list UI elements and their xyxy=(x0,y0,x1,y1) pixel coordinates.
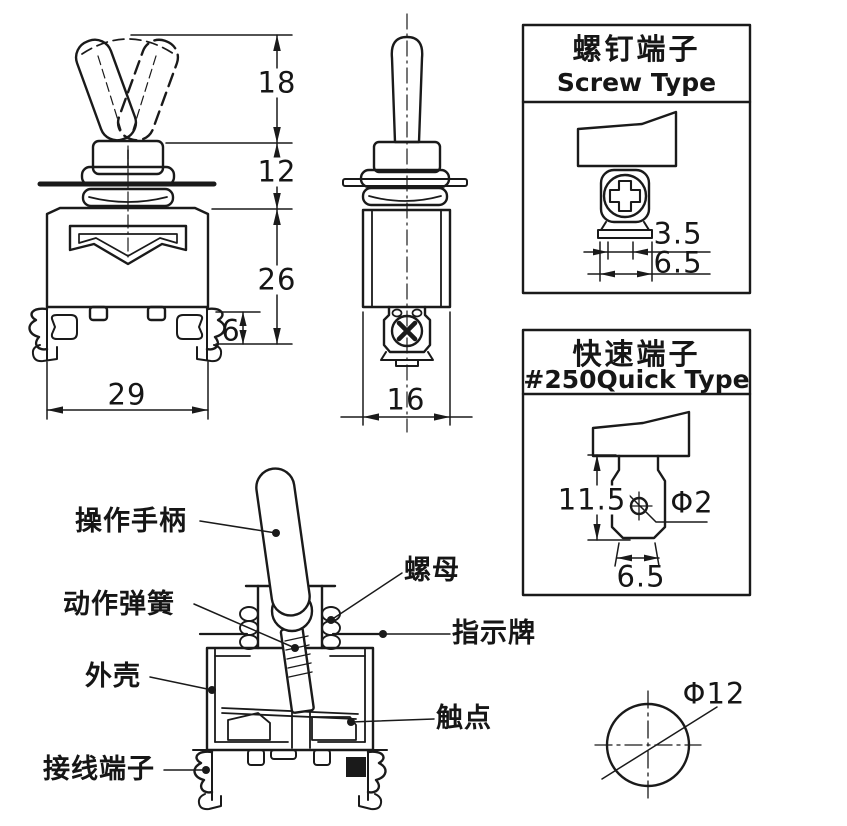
dim-screw-outer-width: 6.5 xyxy=(653,245,703,280)
label-contact: 触点 xyxy=(436,703,492,734)
side-view-dimensions xyxy=(340,311,473,426)
label-operating-handle: 操作手柄 xyxy=(75,506,187,537)
label-indicator-plate: 指示牌 xyxy=(452,618,536,649)
dim-screw-inner-width: 3.5 xyxy=(653,216,703,251)
dim-body-height: 26 xyxy=(254,265,300,295)
label-wiring-terminal: 接线端子 xyxy=(43,754,155,785)
quick-terminal-dimensions xyxy=(587,454,708,567)
dim-lever-height: 18 xyxy=(254,68,300,98)
dim-bushing-height: 12 xyxy=(254,157,300,187)
screw-box-title-en: Screw Type xyxy=(556,68,717,97)
label-shell: 外壳 xyxy=(85,661,141,692)
screw-terminal-dimensions xyxy=(583,241,711,282)
panel-hole-view xyxy=(594,690,718,800)
quick-box-title-zh: 快速端子 xyxy=(572,337,701,371)
dim-blade-height: 11.5 xyxy=(554,485,630,515)
quick-box-title-en: #250Quick Type xyxy=(523,365,750,394)
label-action-spring: 动作弹簧 xyxy=(63,589,175,620)
dim-panel-hole-diameter: Φ12 xyxy=(682,676,746,711)
screw-terminal-box xyxy=(521,23,752,295)
screw-box-title-zh: 螺钉端子 xyxy=(572,32,701,66)
dim-blade-hole: Φ2 xyxy=(670,485,714,520)
front-view-outline xyxy=(28,38,226,363)
cross-section-outline xyxy=(192,467,388,811)
dim-blade-width: 6.5 xyxy=(616,559,666,594)
dim-body-depth: 16 xyxy=(386,382,426,417)
dim-terminal-height: 6 xyxy=(221,313,241,348)
cross-section-leaders xyxy=(149,520,451,774)
side-view-outline xyxy=(342,13,468,433)
dim-body-width: 29 xyxy=(107,377,147,412)
front-view-dimensions xyxy=(46,34,293,420)
quick-terminal-box xyxy=(521,328,752,597)
label-nut: 螺母 xyxy=(404,555,460,586)
